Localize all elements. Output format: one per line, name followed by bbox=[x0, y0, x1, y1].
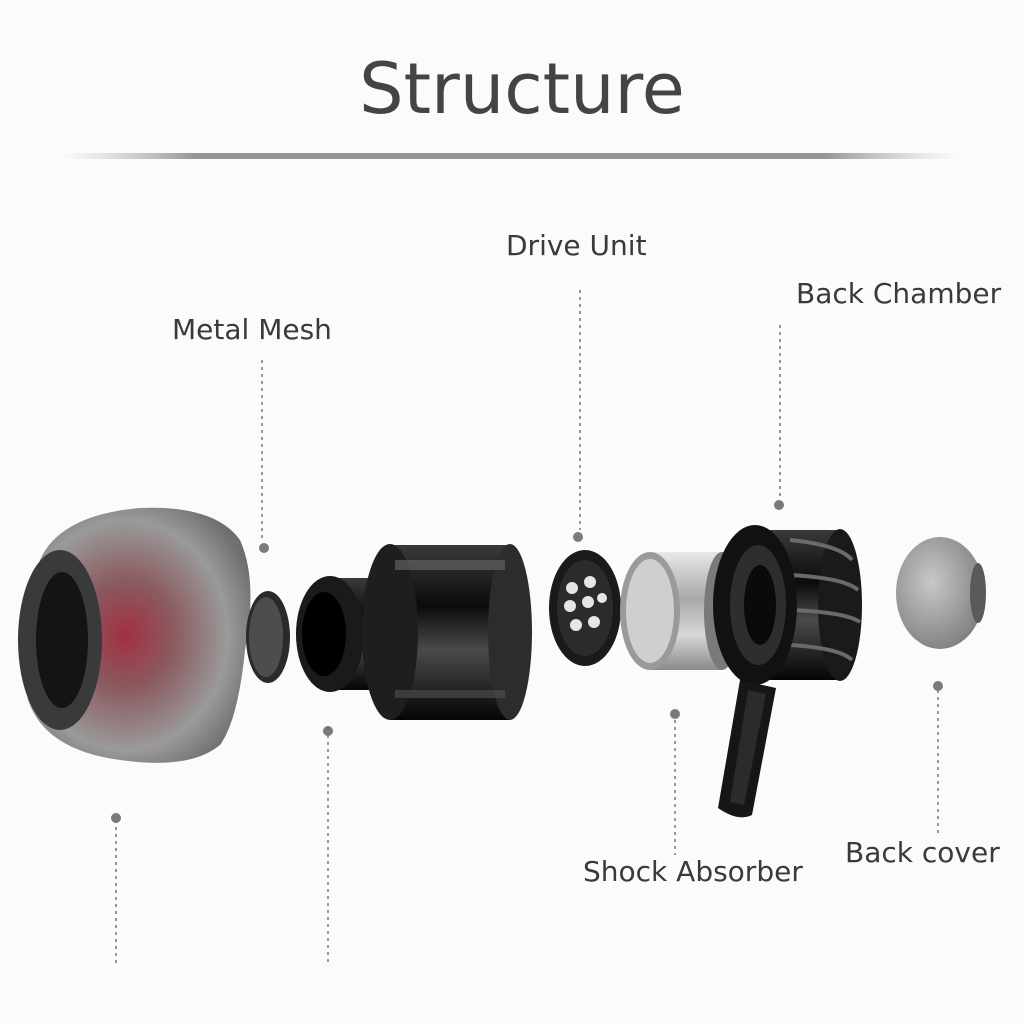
leader-lines bbox=[115, 290, 939, 965]
mesh-disc-icon bbox=[246, 591, 290, 683]
ear-tip-icon bbox=[18, 507, 251, 763]
driver-icon bbox=[549, 550, 621, 666]
back-cover-disc-icon bbox=[896, 537, 986, 649]
diagram-title: Structure bbox=[359, 48, 685, 130]
title-divider bbox=[60, 153, 960, 159]
label-shock-absorber: Shock Absorber bbox=[583, 855, 803, 888]
front-shell-icon bbox=[296, 544, 532, 720]
label-back-chamber: Back Chamber bbox=[796, 277, 1002, 310]
back-chamber-icon bbox=[713, 525, 862, 818]
leader-dots bbox=[111, 500, 943, 823]
label-metal-mesh: Metal Mesh bbox=[172, 313, 332, 346]
label-drive-unit: Drive Unit bbox=[506, 229, 647, 262]
label-back-cover: Back cover bbox=[845, 836, 1000, 869]
